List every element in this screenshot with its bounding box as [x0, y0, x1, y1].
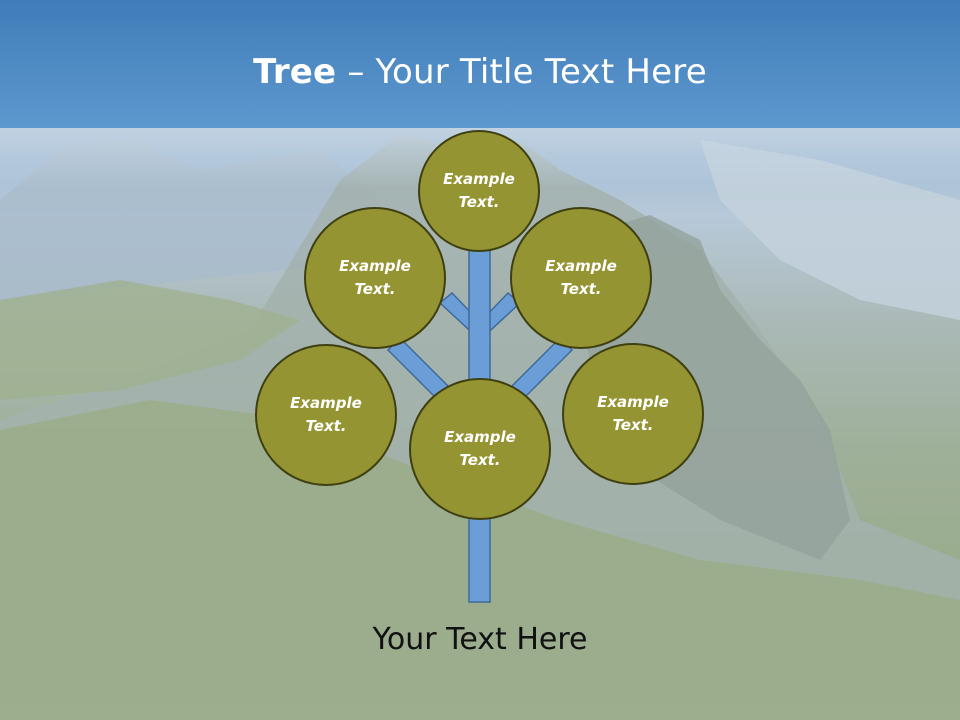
- node-center-line1: Example: [444, 428, 516, 446]
- node-upper-left-line1: Example: [339, 257, 411, 275]
- node-center-line2: Text.: [459, 451, 501, 469]
- title-rest: – Your Title Text Here: [336, 52, 707, 92]
- node-top-line1: Example: [443, 170, 515, 188]
- node-left-line1: Example: [290, 394, 362, 412]
- node-upper-right-line1: Example: [545, 257, 617, 275]
- slide-title: Tree – Your Title Text Here: [0, 52, 960, 92]
- node-right-line2: Text.: [612, 416, 654, 434]
- branch-left: [386, 336, 450, 400]
- slide-caption: Your Text Here: [372, 622, 588, 657]
- node-upper-left-line2: Text.: [354, 280, 396, 298]
- node-right-line1: Example: [597, 393, 669, 411]
- branch-right: [510, 336, 574, 400]
- node-upper-right-line2: Text.: [560, 280, 602, 298]
- node-left-line2: Text.: [305, 417, 347, 435]
- node-top-line2: Text.: [458, 193, 500, 211]
- title-bold: Tree: [253, 52, 337, 92]
